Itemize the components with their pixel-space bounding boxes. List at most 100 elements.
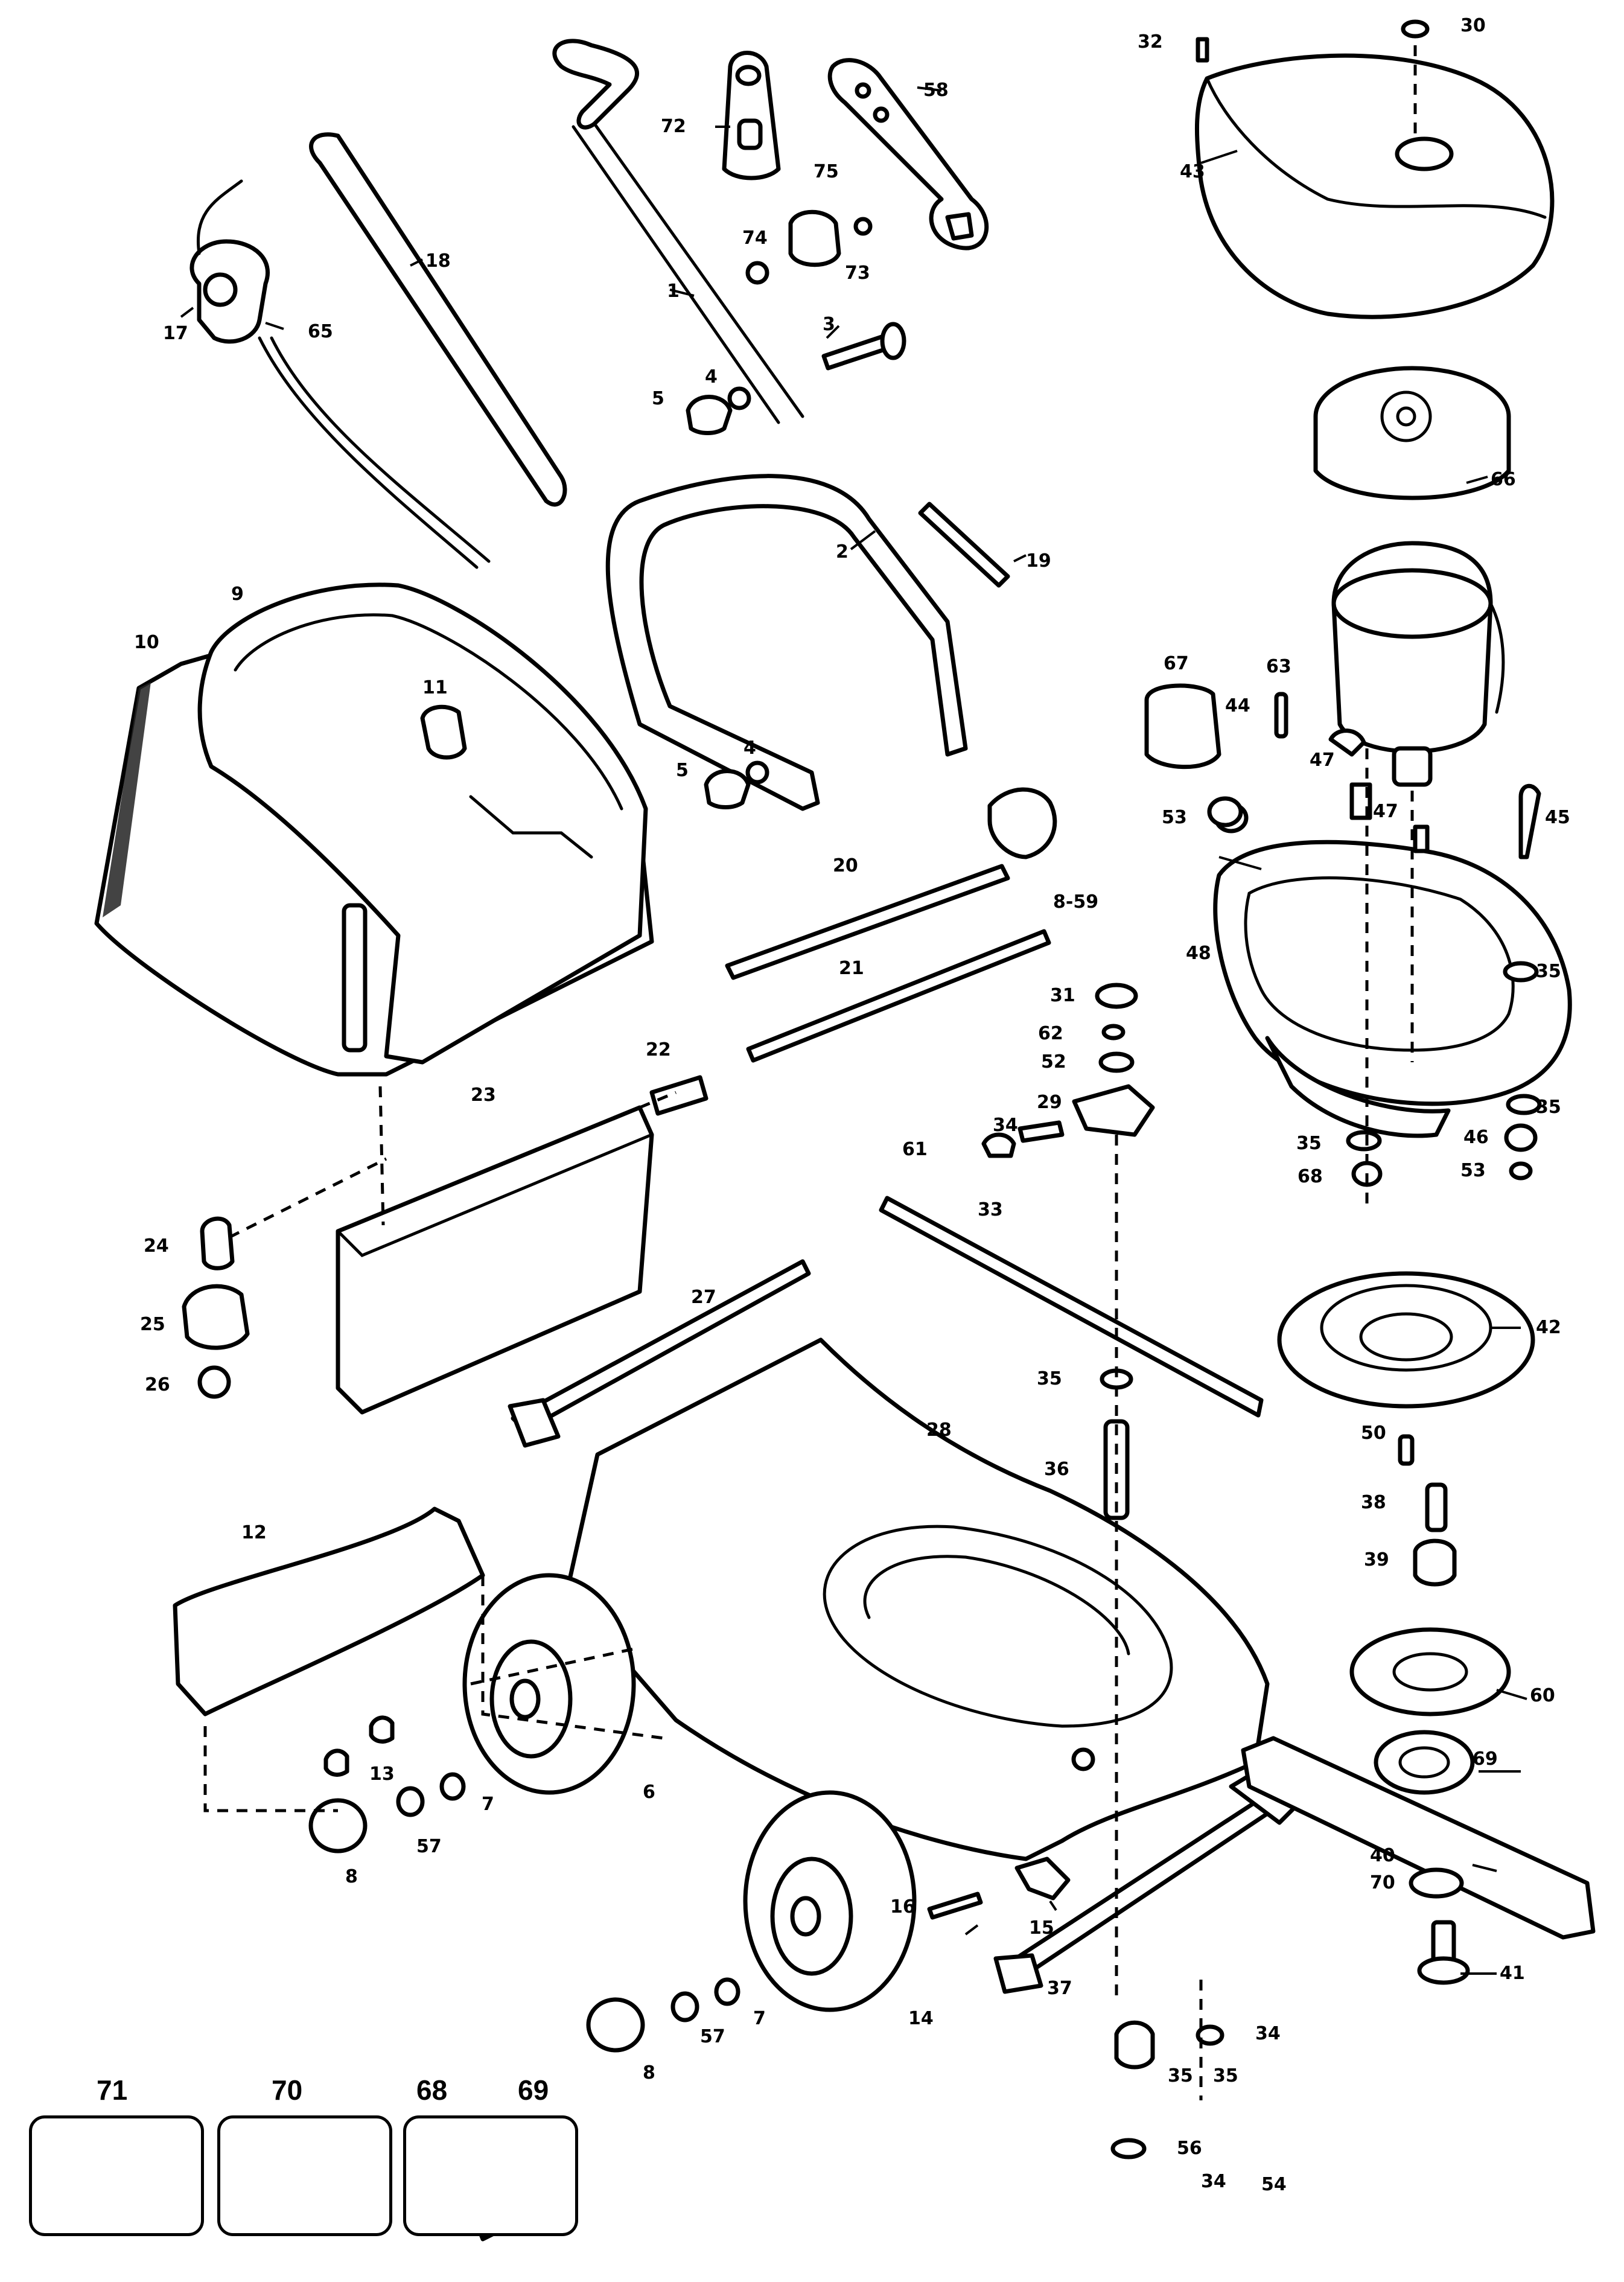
legend-label-70: 70 (272, 2074, 303, 2106)
callout-40: 40 (1370, 1845, 1395, 1866)
callout-33: 33 (978, 1199, 1003, 1220)
callout-14: 14 (908, 2008, 934, 2029)
callout-4-lower: 4 (744, 738, 756, 759)
legend-box-bolt (217, 2115, 392, 2236)
deflector-12 (173, 1506, 485, 1716)
callout-38: 38 (1361, 1492, 1386, 1513)
baffle-42 (1277, 1271, 1535, 1466)
blade-bolt-41-washer-70 (1409, 1867, 1470, 1985)
callout-19: 19 (1026, 550, 1051, 572)
callout-69: 69 (1473, 1748, 1498, 1770)
callout-72: 72 (661, 116, 686, 137)
callout-46: 46 (1463, 1127, 1489, 1148)
callout-17: 17 (163, 323, 188, 344)
lower-handle-2 (605, 474, 968, 811)
callout-34-right: 34 (1255, 2023, 1281, 2044)
upper-handle (309, 39, 804, 507)
wheel-14 (743, 1790, 917, 2012)
callout-36: 36 (1044, 1459, 1069, 1480)
switch-box (189, 179, 491, 569)
callout-54: 54 (1261, 2174, 1287, 2195)
callout-53-right: 53 (1460, 1160, 1486, 1181)
callout-65: 65 (308, 321, 333, 342)
callout-42: 42 (1536, 1317, 1561, 1338)
callout-56: 56 (1177, 2138, 1202, 2159)
axle-21 (746, 929, 1051, 1063)
callout-30: 30 (1460, 15, 1486, 36)
callout-37: 37 (1047, 1978, 1072, 1999)
callout-45: 45 (1545, 807, 1570, 828)
callout-60: 60 (1530, 1685, 1555, 1706)
callout-67: 67 (1164, 653, 1189, 674)
callout-16: 16 (890, 1896, 915, 1917)
callout-5-lower: 5 (676, 760, 689, 781)
callout-35-washer: 35 (1213, 2065, 1238, 2086)
callout-22: 22 (646, 1039, 671, 1060)
callout-50: 50 (1361, 1423, 1386, 1444)
spring-22 (649, 1075, 709, 1116)
bolts-13 (323, 1715, 395, 1777)
legend-box-kit (403, 2115, 578, 2236)
hubcaps-washers (308, 1772, 740, 2053)
callout-35-left: 35 (1296, 1133, 1322, 1154)
fan-cover-66 (1313, 366, 1511, 500)
callout-53-left: 53 (1162, 807, 1187, 828)
callout-73: 73 (845, 263, 870, 284)
clip-15-16 (927, 1857, 1071, 1920)
callout-41: 41 (1500, 1963, 1525, 1984)
callout-47-lower: 47 (1373, 801, 1398, 822)
callout-7-lower: 7 (753, 2008, 766, 2029)
callout-57-upper: 57 (416, 1836, 442, 1857)
callout-68: 68 (1298, 1166, 1323, 1187)
callout-48: 48 (1186, 943, 1211, 964)
cable-clip-72 (722, 51, 781, 180)
callout-32: 32 (1138, 31, 1163, 53)
callout-35-shaft: 35 (1037, 1368, 1062, 1389)
callout-35-knob: 35 (1168, 2065, 1193, 2086)
motor-housing-48 (1213, 840, 1572, 1138)
wheel-6 (462, 1573, 636, 1795)
fan-60-adapter-39-bolt-38 (1349, 1482, 1511, 1795)
callout-3: 3 (823, 314, 835, 335)
callout-8-upper: 8 (345, 1866, 358, 1887)
motor-63 (1331, 541, 1505, 787)
callout-61: 61 (902, 1139, 928, 1160)
callout-52: 52 (1041, 1051, 1066, 1072)
callout-29: 29 (1037, 1092, 1062, 1113)
callout-34-bottom: 34 (1201, 2171, 1226, 2192)
grass-box-frame-9 (197, 582, 648, 1065)
assembly-lines (203, 45, 1417, 2100)
callout-39: 39 (1364, 1549, 1389, 1570)
callout-1: 1 (667, 281, 680, 302)
callout-57-lower: 57 (700, 2026, 725, 2047)
wing-nut-4-5-lower (704, 760, 769, 809)
legend-label-68: 68 (416, 2074, 448, 2106)
motor-cover-43 (1194, 19, 1555, 319)
callout-44: 44 (1225, 695, 1250, 716)
callout-23: 23 (471, 1085, 496, 1106)
spanner-58 (827, 58, 989, 250)
callout-13: 13 (369, 1764, 395, 1785)
callout-34-top: 34 (993, 1115, 1018, 1136)
callout-6: 6 (643, 1782, 655, 1803)
callout-24: 24 (144, 1235, 169, 1257)
callout-9: 9 (231, 584, 244, 605)
blade-40 (1241, 1736, 1596, 1940)
callout-66: 66 (1491, 469, 1516, 490)
callout-2: 2 (836, 541, 849, 563)
bolt-3 (821, 322, 906, 371)
callout-63: 63 (1266, 656, 1291, 677)
callout-15: 15 (1029, 1917, 1054, 1939)
callout-47-upper: 47 (1310, 750, 1335, 771)
callout-25: 25 (140, 1314, 165, 1335)
bracket-24-25-26 (182, 1216, 250, 1399)
bar-33 (879, 1196, 1264, 1418)
callout-74: 74 (742, 228, 768, 249)
callout-75: 75 (814, 161, 839, 182)
callout-8-lower: 8 (643, 2062, 655, 2083)
knob-75 (745, 209, 873, 285)
callout-70: 70 (1370, 1872, 1395, 1893)
wing-nut-4-5-upper (686, 386, 751, 435)
callout-43: 43 (1180, 161, 1205, 182)
